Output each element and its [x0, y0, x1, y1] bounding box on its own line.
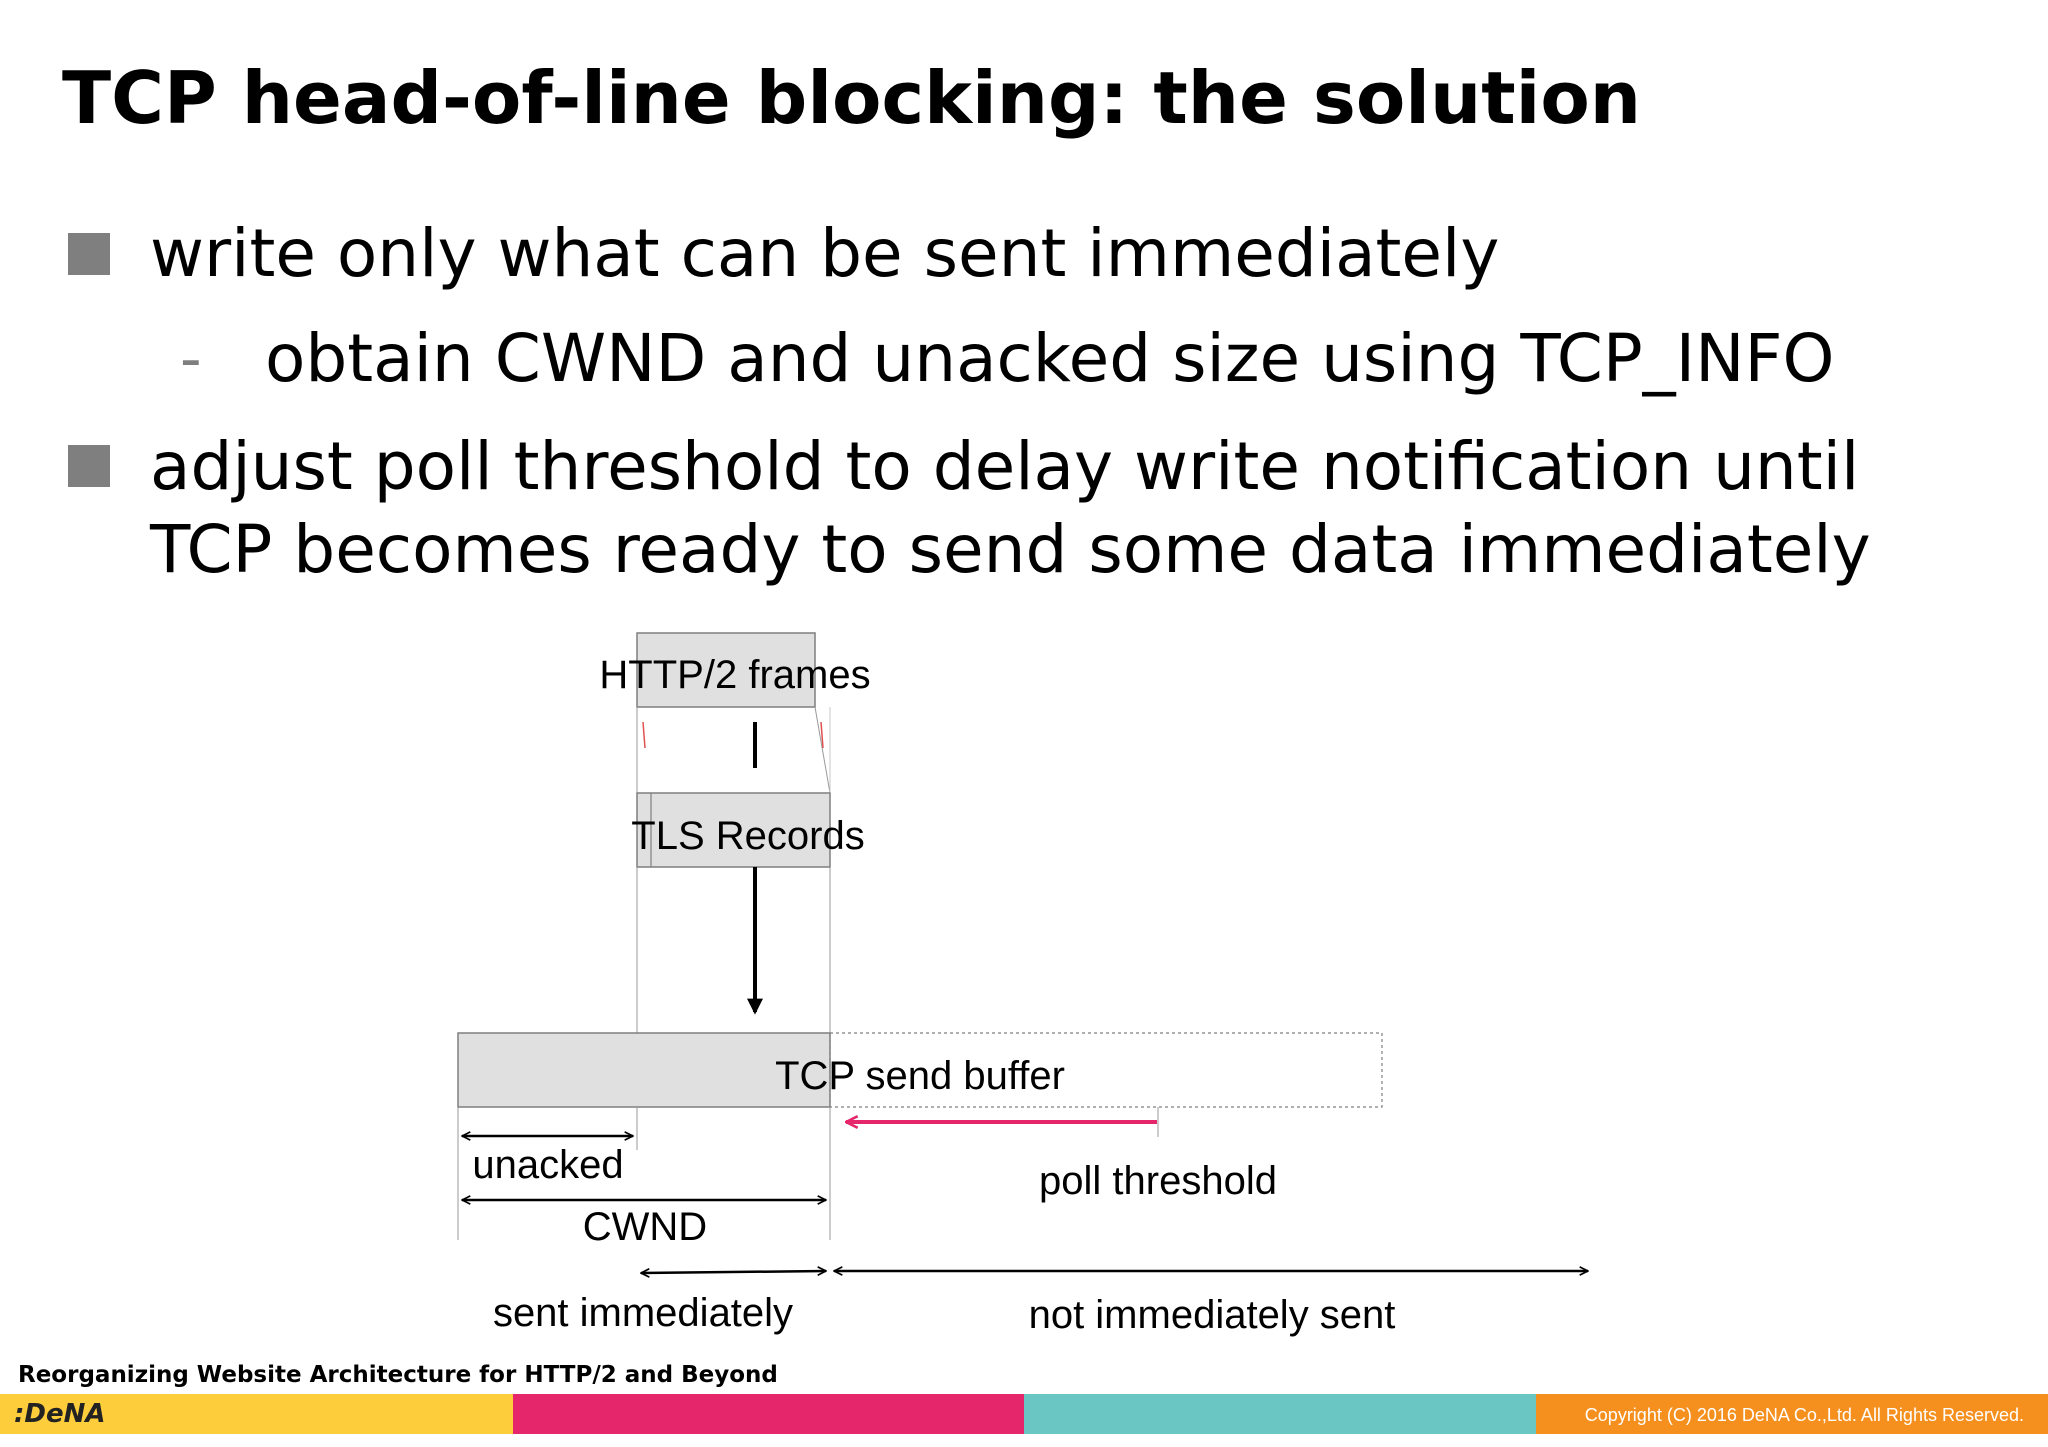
- tick-mark-left: [642, 721, 646, 749]
- footer-presentation-title: Reorganizing Website Architecture for HT…: [18, 1362, 778, 1388]
- bullet-2-marker: [68, 445, 110, 487]
- tcp-send-buffer-filled: [457, 1032, 831, 1108]
- connector-right: [814, 706, 831, 794]
- poll-threshold-label: poll threshold: [1039, 1159, 1277, 1203]
- sub-bullet-marker: -: [180, 324, 202, 394]
- http2-frames-label: HTTP/2 frames: [599, 653, 870, 697]
- bullet-1-marker: [68, 233, 110, 275]
- copyright-notice: Copyright (C) 2016 DeNA Co.,Ltd. All Rig…: [1584, 1405, 2024, 1425]
- cwnd-label: CWND: [583, 1205, 707, 1249]
- bullet-1-text: write only what can be sent immediately: [150, 215, 1500, 292]
- unacked-label: unacked: [472, 1143, 623, 1187]
- http2-frames-box: [636, 632, 816, 708]
- footer-bar-yellow: [0, 1394, 513, 1434]
- tls-records-box: [636, 792, 831, 868]
- tls-records-label: TLS Records: [631, 814, 864, 858]
- footer-bar-orange: [1536, 1394, 2048, 1434]
- tcp-send-buffer-empty: [829, 1032, 1383, 1108]
- footer-bar-pink: [513, 1394, 1024, 1434]
- tick-mark-right: [820, 721, 824, 749]
- bullet-2-line-2: TCP becomes ready to send some data imme…: [150, 511, 1871, 588]
- footer-bar-teal: [1024, 1394, 1536, 1434]
- sub-bullet-1-text: obtain CWND and unacked size using TCP_I…: [265, 320, 1835, 397]
- bullet-2-line-1: adjust poll threshold to delay write not…: [150, 428, 1860, 505]
- tcp-send-buffer-label: TCP send buffer: [775, 1054, 1065, 1098]
- sent-immediately-label: sent immediately: [493, 1291, 793, 1335]
- not-immediately-sent-label: not immediately sent: [1029, 1293, 1396, 1337]
- slide-title: TCP head-of-line blocking: the solution: [62, 56, 1642, 140]
- dena-logo: :DeNA: [14, 1399, 106, 1429]
- sent-immediately-arrow: [641, 1271, 826, 1273]
